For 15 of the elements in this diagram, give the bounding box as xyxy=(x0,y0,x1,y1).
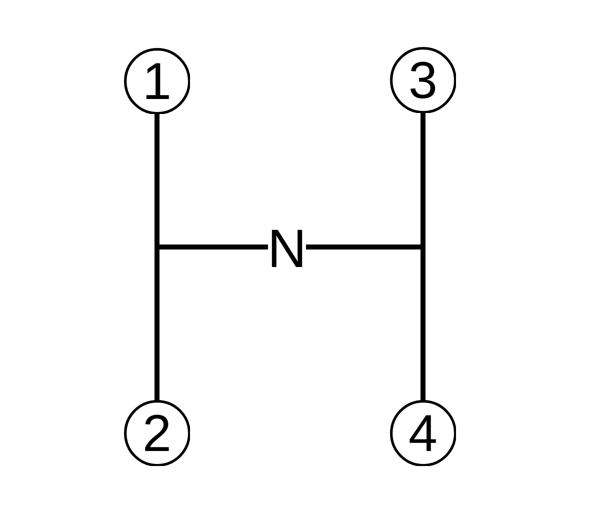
connector-line xyxy=(306,244,423,250)
position-circle xyxy=(390,400,456,466)
connector-line xyxy=(420,247,426,401)
connector-line xyxy=(420,112,426,247)
connector-line xyxy=(154,113,160,247)
gear-number: 2 xyxy=(142,405,172,460)
gear-number: 3 xyxy=(408,52,438,108)
gear-number: 1 xyxy=(142,53,172,108)
position-circle xyxy=(390,46,456,114)
position-circle xyxy=(124,48,190,114)
connector-line xyxy=(154,247,160,401)
position-circle xyxy=(124,400,190,466)
connector-line xyxy=(157,244,268,250)
gear-number: 4 xyxy=(408,405,438,460)
neutral-label: N xyxy=(268,224,306,270)
